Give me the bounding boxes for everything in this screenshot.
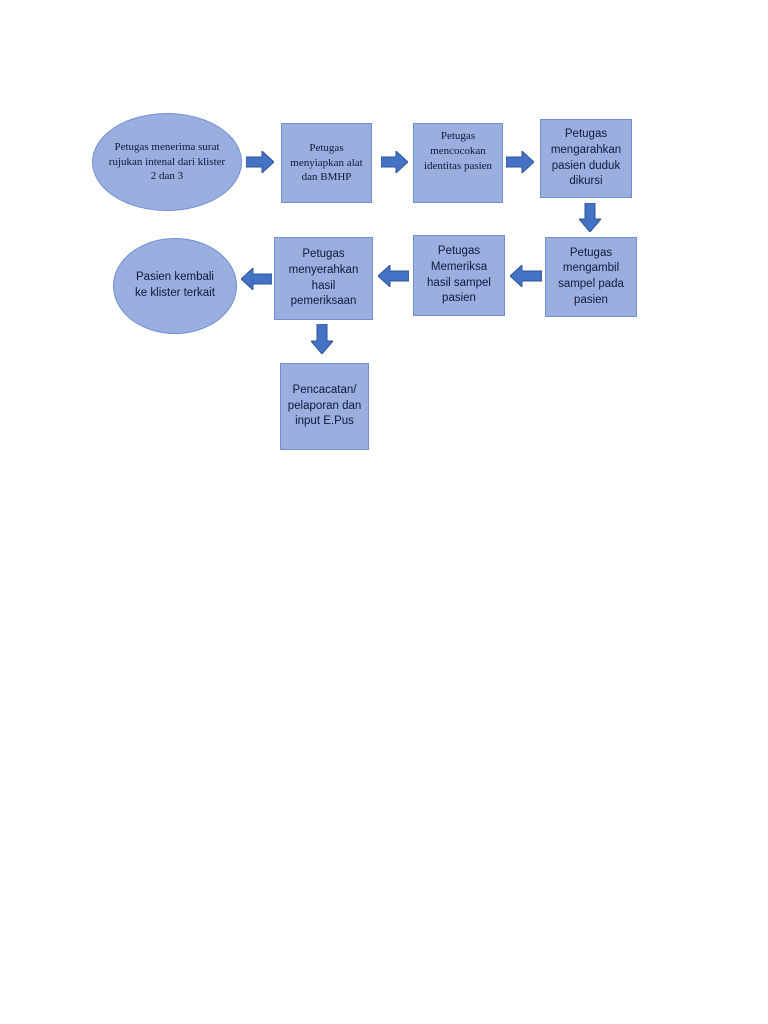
node-periksa-sampel: Petugas Memeriksa hasil sampel pasien xyxy=(413,235,505,316)
node-ambil-sampel: Petugas mengambil sampel pada pasien xyxy=(545,237,637,317)
arrow-left-icon xyxy=(510,265,542,287)
node-siapkan-alat: Petugas menyiapkan alat dan BMHP xyxy=(281,123,372,203)
node-pencatatan: Pencacatan/ pelaporan dan input E.Pus xyxy=(280,363,369,450)
node-terima-rujukan: Petugas menerima surat rujukan intenal d… xyxy=(92,113,242,211)
node-siapkan-alat-label: Petugas menyiapkan alat dan BMHP xyxy=(290,141,363,184)
node-arahkan-duduk-label: Petugas mengarahkan pasien duduk dikursi xyxy=(550,128,622,188)
arrow-down-icon xyxy=(579,203,601,232)
node-cocokan-identitas: Petugas mencocokan identitas pasien xyxy=(413,123,503,203)
node-terima-rujukan-label: Petugas menerima surat rujukan intenal d… xyxy=(108,140,226,183)
node-serahkan-hasil-label: Petugas menyerahkan hasil pemeriksaan xyxy=(288,248,359,308)
node-pasien-kembali-label: Pasien kembali ke klister terkait xyxy=(135,271,215,299)
node-serahkan-hasil: Petugas menyerahkan hasil pemeriksaan xyxy=(274,237,373,320)
arrow-right-icon xyxy=(381,151,408,173)
arrow-right-icon xyxy=(246,151,274,173)
node-periksa-sampel-label: Petugas Memeriksa hasil sampel pasien xyxy=(427,245,491,305)
arrow-right-icon xyxy=(506,151,534,173)
node-pasien-kembali: Pasien kembali ke klister terkait xyxy=(113,238,237,334)
node-pencatatan-label: Pencacatan/ pelaporan dan input E.Pus xyxy=(287,384,362,428)
node-arahkan-duduk: Petugas mengarahkan pasien duduk dikursi xyxy=(540,119,632,198)
node-ambil-sampel-label: Petugas mengambil sampel pada pasien xyxy=(558,246,624,306)
arrow-left-icon xyxy=(241,268,272,290)
node-cocokan-identitas-label: Petugas mencocokan identitas pasien xyxy=(423,130,493,172)
arrow-left-icon xyxy=(378,265,409,287)
arrow-down-icon xyxy=(311,324,333,354)
